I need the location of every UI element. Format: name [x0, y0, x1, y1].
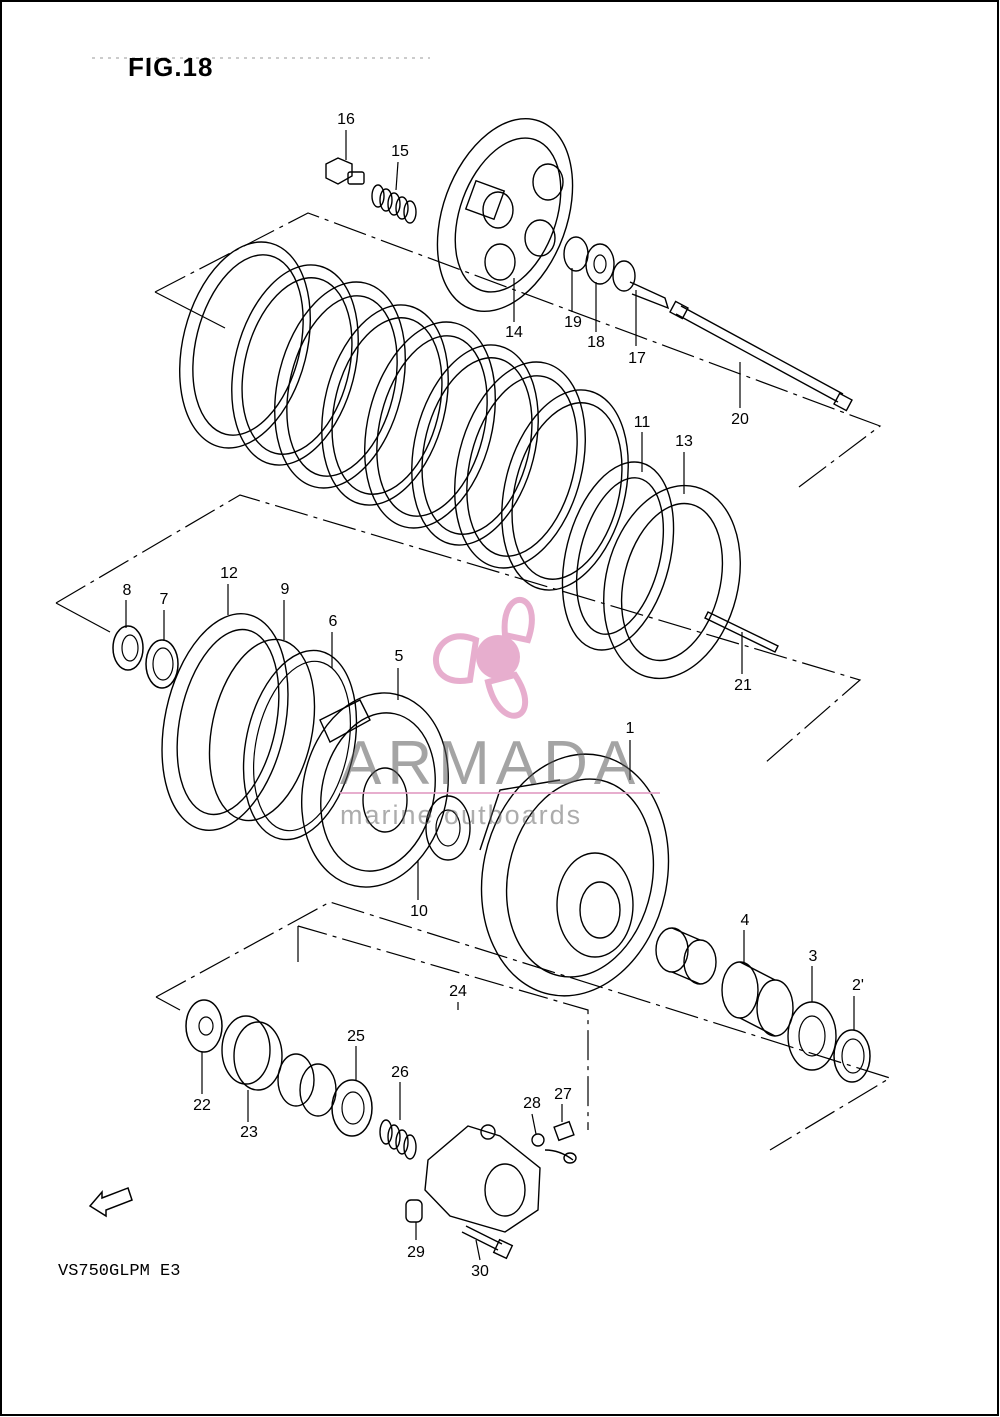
- plate-group-frame-lower: [154, 291, 226, 329]
- plate-13: [603, 484, 741, 680]
- bearing-18-inner: [593, 254, 607, 274]
- callout-27: 27: [554, 1086, 572, 1103]
- washer-7-inner: [152, 647, 174, 681]
- callout-14: 14: [505, 324, 523, 341]
- hub-group-frame-left: [55, 602, 111, 633]
- needle-bearing-4: [721, 961, 794, 1037]
- bearing-22: [185, 999, 223, 1053]
- fwd-arrow-icon: [88, 1187, 133, 1218]
- rotor: [277, 1053, 337, 1117]
- pin-29: [405, 1199, 423, 1223]
- hub-group-frame: [55, 494, 862, 764]
- ring-6-inner: [252, 660, 352, 832]
- callout-17: 17: [628, 350, 646, 367]
- gear-23: [221, 1015, 283, 1091]
- spacer-2: [833, 1029, 871, 1083]
- callout-22: 22: [193, 1097, 211, 1114]
- callout-23: 23: [240, 1124, 258, 1141]
- washer-10-inner: [435, 809, 461, 847]
- callout-29: 29: [407, 1244, 425, 1261]
- callout-30: 30: [471, 1263, 489, 1280]
- ring-6: [242, 649, 358, 841]
- callout-16: 16: [337, 111, 355, 128]
- callout-20: 20: [731, 411, 749, 428]
- plate-11: [561, 461, 675, 651]
- spacer-2-inner: [841, 1038, 865, 1074]
- callout-4: 4: [740, 912, 750, 929]
- spring-15: [371, 184, 417, 224]
- callout-2: 2': [852, 977, 864, 994]
- callout-18: 18: [587, 334, 605, 351]
- pump-group-frame: [155, 901, 892, 1151]
- callout-13: 13: [675, 433, 693, 450]
- seal-25: [331, 1079, 373, 1137]
- callout-15: 15: [391, 143, 409, 160]
- pump-group-frame-left: [155, 996, 181, 1011]
- plate-12: [161, 612, 289, 832]
- callout-26: 26: [391, 1064, 409, 1081]
- watermark-logo: [340, 596, 660, 794]
- pushrod-piece-17: [612, 260, 670, 310]
- washer-3-inner: [798, 1015, 826, 1057]
- pressure-plate: [436, 117, 574, 313]
- callout-19: 19: [564, 314, 582, 331]
- bracket-24-line: [297, 925, 589, 1130]
- clutch-plate-stack: [178, 241, 629, 591]
- watermark-name: ARMADA: [340, 729, 642, 798]
- washer-7: [145, 639, 179, 689]
- push-rod-20: [669, 300, 853, 412]
- leader-lines: [125, 130, 855, 1261]
- seal-8-inner: [121, 634, 139, 662]
- callout-12: 12: [220, 565, 238, 582]
- seal-8: [112, 625, 144, 671]
- spring-26: [379, 1119, 417, 1160]
- pin-21: [704, 611, 779, 653]
- plate-group-frame: [154, 212, 882, 491]
- callout-8: 8: [122, 582, 132, 599]
- callout-10: 10: [410, 903, 428, 920]
- bolt-30: [461, 1225, 514, 1260]
- callout-1: 1: [625, 720, 635, 737]
- callout-21: 21: [734, 677, 752, 694]
- callout-9: 9: [280, 581, 290, 598]
- washer-19: [563, 236, 589, 272]
- callout-25: 25: [347, 1028, 365, 1045]
- sleeve-hub: [655, 927, 717, 985]
- callout-6: 6: [328, 613, 338, 630]
- callout-11: 11: [633, 414, 651, 431]
- bearing-22-inner: [198, 1016, 214, 1036]
- fitting-27-28: [531, 1120, 577, 1164]
- washer-10: [425, 795, 471, 861]
- callout-5: 5: [394, 648, 404, 665]
- callout-7: 7: [159, 591, 169, 608]
- bolt-16: [325, 157, 365, 185]
- primary-driven-gear-1: [479, 753, 670, 997]
- pump-cover: [424, 1124, 541, 1233]
- spring-9: [208, 638, 316, 822]
- seal-25-inner: [341, 1091, 365, 1125]
- callout-3: 3: [808, 948, 818, 965]
- bearing-18: [585, 243, 615, 285]
- watermark-subtitle: marine outboards: [340, 800, 583, 830]
- model-code: VS750GLPM E3: [58, 1262, 181, 1281]
- callout-24: 24: [449, 983, 467, 1000]
- clutch-hub-5: [300, 692, 450, 888]
- figure-title: FIG.18: [128, 52, 214, 82]
- washer-3: [787, 1001, 837, 1071]
- callout-28: 28: [523, 1095, 541, 1112]
